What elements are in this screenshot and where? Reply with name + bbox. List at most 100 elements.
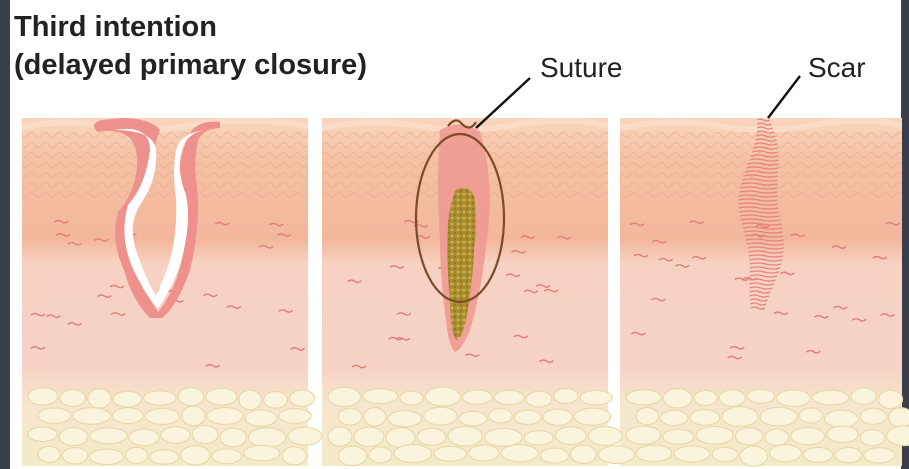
fat-cell xyxy=(369,447,392,463)
fat-cell xyxy=(207,408,243,425)
fat-cell xyxy=(851,388,877,404)
fat-cell xyxy=(526,391,552,407)
fat-cell xyxy=(735,428,762,445)
fat-cell xyxy=(244,445,280,461)
fat-cell xyxy=(400,391,423,405)
fat-cell xyxy=(288,427,322,445)
fat-cell xyxy=(540,448,568,463)
fat-cell xyxy=(145,408,179,424)
fat-cell xyxy=(113,408,144,424)
fat-cell xyxy=(690,410,720,425)
fat-cell xyxy=(501,445,538,462)
fat-cell xyxy=(206,388,237,405)
fat-cell xyxy=(878,390,902,408)
fat-cell xyxy=(598,446,635,464)
fat-cell xyxy=(722,407,758,427)
fat-cell xyxy=(178,388,204,406)
fat-cell xyxy=(712,447,738,461)
fat-cell xyxy=(747,389,774,403)
fat-cell xyxy=(489,409,512,423)
fat-cell xyxy=(282,447,306,465)
fat-cell xyxy=(827,426,859,442)
fat-cell xyxy=(864,448,895,463)
fat-cell xyxy=(448,426,483,445)
fat-cell xyxy=(626,426,661,444)
fat-cell xyxy=(696,427,733,445)
fat-cell xyxy=(860,430,884,446)
fat-cell xyxy=(212,449,242,464)
fat-cell xyxy=(279,408,311,423)
fat-cell xyxy=(126,447,148,463)
fat-cell xyxy=(59,428,88,446)
fat-cell xyxy=(129,429,159,446)
fat-cell xyxy=(60,390,86,407)
fat-cell xyxy=(799,408,822,423)
fat-cell xyxy=(90,428,127,444)
fat-cell xyxy=(484,428,522,446)
fat-cell xyxy=(663,429,694,444)
fat-cell xyxy=(803,447,832,462)
fat-cell xyxy=(462,390,492,404)
scar-leader-line xyxy=(768,76,800,118)
fat-cell xyxy=(424,407,457,425)
fat-cell xyxy=(354,427,384,446)
fat-cell xyxy=(88,389,111,408)
fat-cell xyxy=(434,446,467,461)
fat-cell xyxy=(394,445,432,463)
fat-cell xyxy=(694,390,717,405)
fat-cell xyxy=(363,389,398,404)
fat-cell xyxy=(239,390,262,410)
fat-cell xyxy=(524,431,553,445)
fat-cell xyxy=(626,390,661,405)
fat-cell xyxy=(740,446,768,466)
fat-cell xyxy=(777,390,811,407)
fat-cell xyxy=(38,408,71,424)
fat-cell xyxy=(459,411,487,425)
fat-cell xyxy=(364,408,386,427)
fat-cell xyxy=(290,390,315,407)
fat-cell xyxy=(791,428,825,445)
fat-cell xyxy=(580,390,612,405)
fat-cell xyxy=(90,449,124,465)
fat-cell xyxy=(555,427,586,445)
fat-cell xyxy=(860,408,886,424)
fat-cell xyxy=(636,445,672,462)
fat-cell xyxy=(113,391,142,407)
fat-cell xyxy=(73,408,111,425)
fat-cell xyxy=(543,409,572,425)
fat-cell xyxy=(674,446,710,462)
fat-cell xyxy=(264,391,288,408)
fat-cell xyxy=(338,446,367,465)
fat-cell xyxy=(38,446,60,462)
fat-cell xyxy=(889,408,909,428)
fat-cell xyxy=(181,446,210,465)
fat-cell xyxy=(825,410,859,428)
fat-cell xyxy=(192,425,218,443)
fat-cell xyxy=(248,428,285,448)
fat-cell xyxy=(660,410,688,425)
fat-cell xyxy=(835,447,862,462)
fat-cell xyxy=(719,390,745,406)
fat-cell xyxy=(220,428,246,447)
fat-cell xyxy=(554,389,578,404)
fat-cell xyxy=(588,427,622,446)
fat-cell xyxy=(765,429,789,445)
fat-cell xyxy=(28,427,57,442)
fat-cell xyxy=(417,428,446,445)
fat-cell xyxy=(514,410,541,424)
fat-cell xyxy=(494,390,524,404)
fat-cell xyxy=(769,445,801,462)
fat-cell xyxy=(469,445,499,461)
fat-cell xyxy=(760,407,797,426)
fat-cell xyxy=(574,408,610,425)
fat-cell xyxy=(812,390,848,405)
fat-cell xyxy=(161,427,190,444)
fat-cell xyxy=(328,427,352,446)
fat-cell xyxy=(245,410,277,426)
fat-cell xyxy=(571,445,597,463)
fat-cell xyxy=(150,450,179,465)
fat-cell xyxy=(663,389,692,408)
fat-cell xyxy=(636,408,658,425)
fat-cell xyxy=(62,448,87,464)
